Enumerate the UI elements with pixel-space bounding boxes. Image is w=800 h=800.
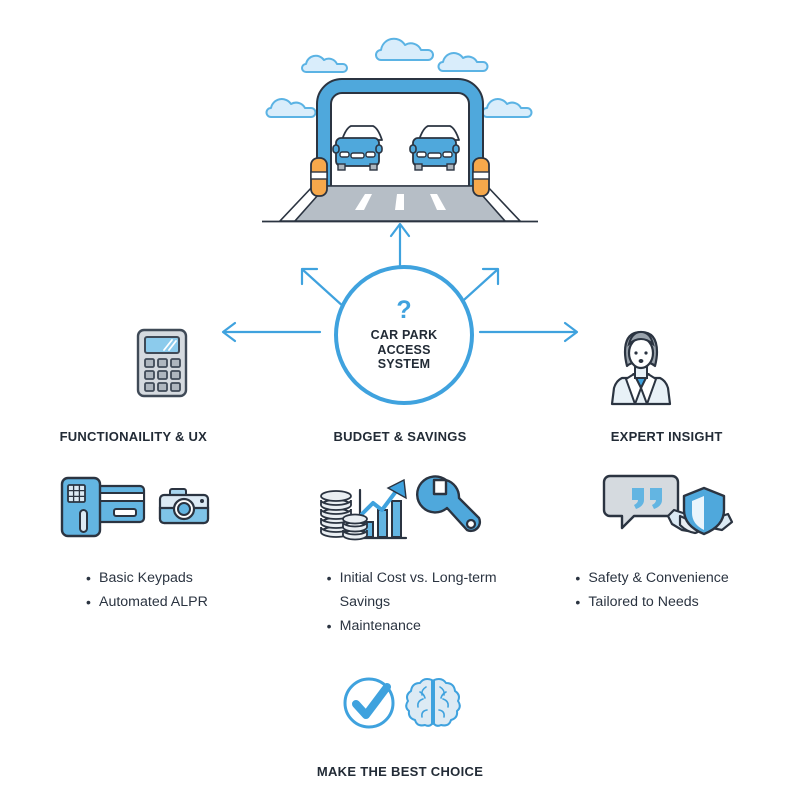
brain-icon [405,678,461,727]
hub-label-line3: SYSTEM [377,357,431,372]
camera-icon [159,488,210,525]
bullet-list: Basic Keypads Automated ALPR [86,566,267,614]
cloud-icon [265,98,317,118]
hub-label-line1: CAR PARK [370,328,438,343]
list-item: Maintenance [327,614,534,638]
hub-label: CAR PARK ACCESS SYSTEM [371,328,438,372]
bullet-list: Safety & Convenience Tailored to Needs [575,566,800,614]
radiating-arrows [0,210,800,410]
footer: MAKE THE BEST CHOICE [0,672,800,779]
wrench-icon [416,475,482,533]
list-item: Automated ALPR [86,590,267,614]
cloud-icon [375,37,434,61]
clouds-group [265,37,533,118]
columns: FUNCTIONAILITY & UX [0,428,800,658]
cloud-icon [437,52,489,72]
hero-svg [262,37,538,223]
column-icons [533,468,800,546]
calculator-icon [124,325,204,405]
bollard [310,157,328,197]
column-expert: EXPERT INSIGHT Safety & Convenience [533,428,800,658]
check-circle-icon [343,677,395,729]
car-icon [332,125,383,171]
car-icon [409,125,460,171]
quote-marks-icon [631,488,662,509]
list-item: Tailored to Needs [575,590,800,614]
car-park-entry-illustration [0,28,800,228]
quote-bubble-shield-handshake-icon [602,474,733,536]
bollard [472,157,490,197]
column-functionality: FUNCTIONAILITY & UX [0,428,267,658]
column-icons [0,468,267,546]
column-icons [267,468,534,546]
list-item: Basic Keypads [86,566,267,590]
question-mark-icon: ? [396,296,412,325]
arrow-up-left-icon [300,267,347,310]
coin-stack-short [342,513,368,541]
bullet-list: Initial Cost vs. Long-term Savings Maint… [327,566,534,638]
lane-markings [355,194,446,210]
column-title: BUDGET & SAVINGS [333,429,467,444]
list-item: Safety & Convenience [575,566,800,590]
cloud-icon [301,54,348,73]
column-title: FUNCTIONAILITY & UX [59,429,208,444]
footer-title: MAKE THE BEST CHOICE [316,764,484,779]
central-hub: ? CAR PARK ACCESS SYSTEM [334,265,474,405]
cloud-icon [481,98,533,118]
column-title: EXPERT INSIGHT [610,429,723,444]
hub-label-line2: ACCESS [377,342,431,357]
road [262,185,538,223]
arrow-right-icon [478,321,579,343]
coins-growth-chart-icon [320,478,408,541]
column-budget: BUDGET & SAVINGS [267,428,534,658]
arrows-svg [221,222,579,343]
arrow-left-icon [221,321,322,343]
gantry-arch [316,78,484,188]
footer-icons [340,672,461,734]
expert-person-icon [600,322,682,408]
keypad-card-reader-icon [61,476,146,538]
list-item: Initial Cost vs. Long-term Savings [327,566,534,614]
